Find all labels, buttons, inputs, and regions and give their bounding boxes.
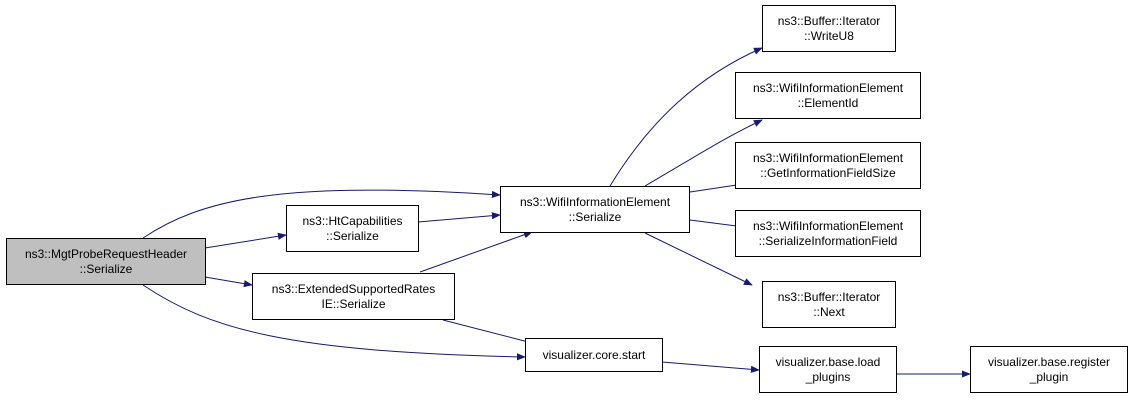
node-visualizer-base-load-plugins[interactable]: visualizer.base.load _plugins bbox=[759, 346, 897, 393]
node-mgt-probe-request-header-serialize: ns3::MgtProbeRequestHeader ::Serialize bbox=[6, 238, 206, 285]
node-wifi-information-element-get-information-field-size[interactable]: ns3::WifiInformationElement ::GetInforma… bbox=[735, 142, 921, 189]
node-visualizer-base-register-plugin[interactable]: visualizer.base.register _plugin bbox=[970, 346, 1128, 393]
edge-ht-to-wie bbox=[417, 212, 501, 223]
edge-ext-to-vcs bbox=[442, 319, 541, 347]
node-wifi-information-element-serialize[interactable]: ns3::WifiInformationElement ::Serialize bbox=[500, 186, 690, 233]
node-label-line-1: visualizer.core.start bbox=[542, 347, 646, 362]
node-label-line-1: ns3::Buffer::Iterator bbox=[777, 289, 881, 304]
node-label-line-2: ::Serialize bbox=[326, 228, 379, 243]
node-label-line-2: ::Serialize bbox=[79, 261, 133, 276]
node-label-line-1: ns3::WifiInformationElement bbox=[752, 150, 904, 165]
node-label-line-1: visualizer.base.register bbox=[987, 354, 1111, 369]
edge-root-to-ht bbox=[204, 232, 287, 249]
node-label-line-1: ns3::MgtProbeRequestHeader bbox=[24, 246, 188, 261]
node-label-line-1: ns3::WifiInformationElement bbox=[519, 194, 671, 209]
edge-wie-to-next bbox=[644, 232, 753, 286]
edge-root-to-wie bbox=[142, 189, 501, 239]
node-label-line-2: ::GetInformationFieldSize bbox=[760, 165, 896, 180]
node-label-line-1: ns3::Buffer::Iterator bbox=[777, 13, 881, 28]
node-label-line-2: ::Serialize bbox=[568, 209, 622, 224]
node-label-line-2: _plugin bbox=[1029, 369, 1069, 384]
node-extended-supported-rates-ie-serialize[interactable]: ns3::ExtendedSupportedRates IE::Serializ… bbox=[252, 273, 455, 320]
node-label-line-2: _plugins bbox=[805, 369, 851, 384]
node-label-line-1: visualizer.base.load bbox=[775, 354, 881, 369]
node-visualizer-core-start[interactable]: visualizer.core.start bbox=[525, 338, 663, 372]
node-label-line-2: ::WriteU8 bbox=[804, 28, 854, 43]
edge-vcs-to-vbl bbox=[661, 361, 760, 373]
edge-root-to-vcs bbox=[142, 284, 526, 361]
edge-ext-to-wie bbox=[419, 231, 533, 273]
node-wifi-information-element-serialize-information-field[interactable]: ns3::WifiInformationElement ::SerializeI… bbox=[735, 210, 921, 257]
node-label-line-2: ::SerializeInformationField bbox=[758, 233, 898, 248]
node-label-line-2: IE::Serialize bbox=[321, 296, 386, 311]
edge-wie-to-eid bbox=[644, 119, 763, 187]
node-label-line-2: ::ElementId bbox=[797, 95, 859, 110]
node-ht-capabilities-serialize[interactable]: ns3::HtCapabilities ::Serialize bbox=[286, 205, 419, 252]
node-label-line-1: ns3::WifiInformationElement bbox=[752, 218, 904, 233]
node-label-line-1: ns3::WifiInformationElement bbox=[752, 80, 904, 95]
edge-wie-to-wu8 bbox=[609, 47, 763, 187]
edge-root-to-ext bbox=[204, 276, 253, 288]
node-label-line-1: ns3::HtCapabilities bbox=[302, 213, 403, 228]
node-wifi-information-element-element-id[interactable]: ns3::WifiInformationElement ::ElementId bbox=[735, 72, 921, 119]
node-label-line-1: ns3::ExtendedSupportedRates bbox=[271, 281, 436, 296]
node-buffer-iterator-write-u8[interactable]: ns3::Buffer::Iterator ::WriteU8 bbox=[762, 5, 896, 52]
node-label-line-2: ::Next bbox=[813, 304, 845, 319]
node-buffer-iterator-next[interactable]: ns3::Buffer::Iterator ::Next bbox=[762, 281, 896, 328]
